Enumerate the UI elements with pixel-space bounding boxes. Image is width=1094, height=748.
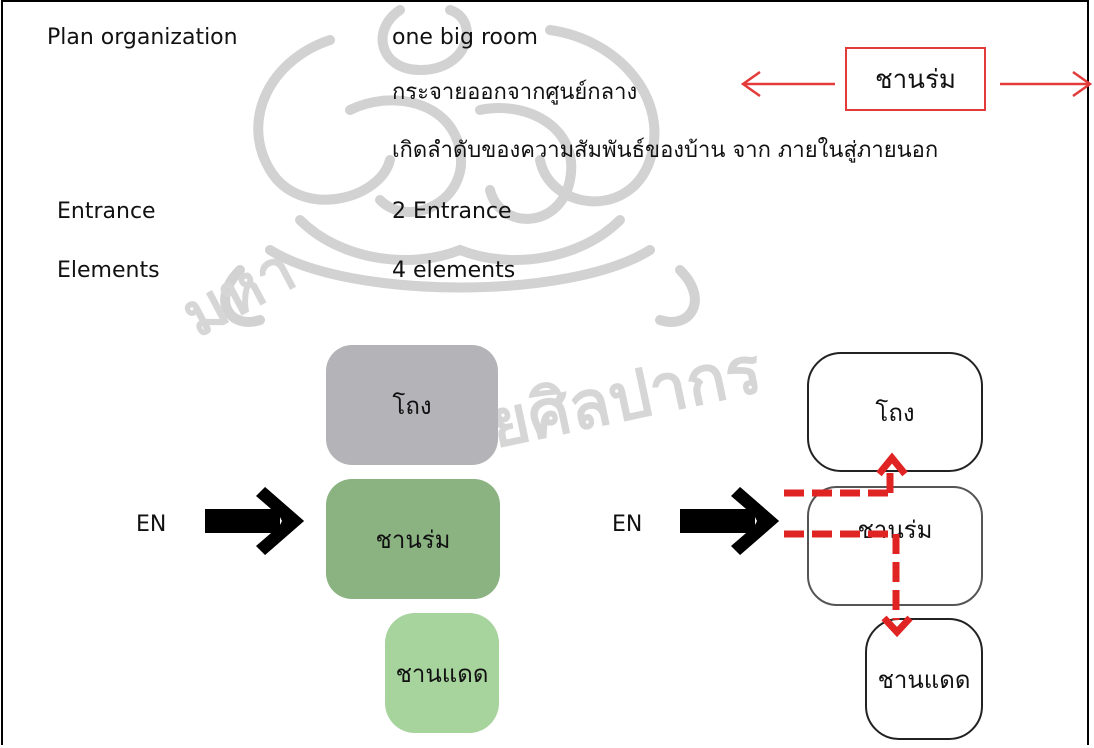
right-entry-label: EN <box>612 512 643 537</box>
left-hall-block: โถง <box>326 345 498 465</box>
right-hall-block: โถง <box>807 352 983 472</box>
plan-organization-label: Plan organization <box>47 25 238 50</box>
entrance-label: Entrance <box>57 199 156 224</box>
left-sun-terrace-label: ชานแดด <box>395 659 489 688</box>
elements-label: Elements <box>57 258 160 283</box>
right-shaded-terrace-label: ชานร่ม <box>857 516 933 544</box>
plan-organization-value: one big room <box>392 25 538 50</box>
right-hall-label: โถง <box>875 398 915 427</box>
spread-from-center-text: กระจายออกจากศูนย์กลาง <box>392 80 638 105</box>
left-shaded-terrace-block: ชานร่ม <box>326 479 500 599</box>
right-sun-terrace-block: ชานแดด <box>865 618 983 740</box>
highlight-label-box: ชานร่ม <box>845 47 986 111</box>
left-entry-label: EN <box>136 512 167 537</box>
right-sun-terrace-label: ชานแดด <box>877 665 971 694</box>
right-shaded-terrace-block: ชานร่ม <box>807 486 983 606</box>
left-shaded-terrace-label: ชานร่ม <box>375 525 451 554</box>
highlight-label-text: ชานร่ม <box>874 64 957 95</box>
left-hall-label: โถง <box>392 391 432 420</box>
entrance-value: 2 Entrance <box>392 199 512 224</box>
left-sun-terrace-block: ชานแดด <box>385 613 499 733</box>
relation-order-text: เกิดลำดับของความสัมพันธ์ของบ้าน จาก ภายใ… <box>392 138 939 163</box>
elements-value: 4 elements <box>392 258 516 283</box>
